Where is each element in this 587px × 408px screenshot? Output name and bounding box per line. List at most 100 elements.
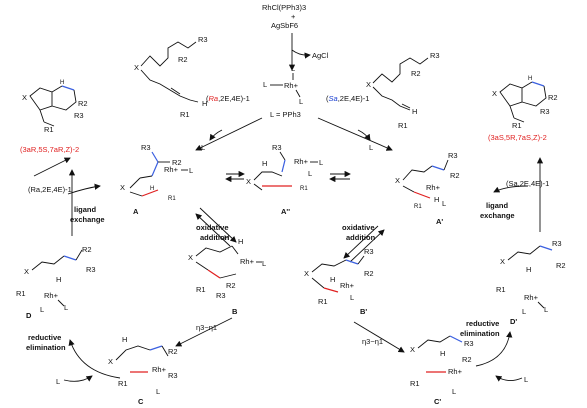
svg-text:Rh+: Rh+ bbox=[426, 183, 441, 192]
svg-text:X: X bbox=[134, 63, 139, 72]
svg-text:H: H bbox=[330, 275, 335, 284]
svg-text:C: C bbox=[138, 397, 144, 406]
svg-text:L: L bbox=[308, 169, 312, 178]
svg-text:H: H bbox=[526, 265, 531, 274]
intermediate-A-double-prime: R3 H Rh+ L X L R1 A'' bbox=[246, 143, 323, 216]
svg-text:H: H bbox=[56, 275, 61, 284]
svg-text:R2: R2 bbox=[450, 171, 460, 180]
product-right-structure: X R2 R3 R1 H bbox=[492, 76, 558, 130]
left-eta-label: η3−η1 bbox=[196, 323, 217, 332]
svg-text:X: X bbox=[108, 357, 113, 366]
svg-text:R2: R2 bbox=[411, 69, 421, 78]
svg-text:X: X bbox=[246, 177, 251, 186]
svg-text:H: H bbox=[412, 107, 417, 116]
svg-text:H: H bbox=[60, 80, 64, 86]
left-red-label-1: reductive bbox=[28, 333, 61, 342]
right-red-label-1: reductive bbox=[466, 319, 499, 328]
svg-text:L: L bbox=[291, 64, 295, 73]
right-loss-L-arrow bbox=[357, 129, 371, 141]
intermediate-C-prime: X R3 R2 Rh+ R1 L H C' bbox=[410, 335, 474, 406]
svg-text:R2: R2 bbox=[462, 355, 472, 364]
svg-text:R2: R2 bbox=[82, 245, 92, 254]
svg-text:L: L bbox=[319, 158, 323, 167]
svg-text:R1: R1 bbox=[168, 196, 176, 202]
left-entry-arrow bbox=[195, 117, 263, 151]
svg-text:Rh+: Rh+ bbox=[152, 365, 167, 374]
svg-text:H: H bbox=[434, 195, 439, 204]
svg-text:L: L bbox=[522, 307, 526, 316]
svg-text:R3: R3 bbox=[86, 265, 96, 274]
right-ligand-exchange-arrow bbox=[493, 185, 529, 193]
svg-text:R1: R1 bbox=[496, 285, 506, 294]
right-red-label-2: elimination bbox=[460, 329, 500, 338]
left-ox-add-fwd bbox=[199, 207, 237, 243]
intermediate-C: H X R2 Rh+ R3 R1 L C bbox=[108, 335, 178, 406]
svg-text:R1: R1 bbox=[16, 289, 26, 298]
right-red-elim-arrow bbox=[475, 331, 513, 367]
intermediate-D-prime: X R3 R2 H R1 Rh+ L L D' bbox=[496, 239, 566, 326]
left-red-label-2: elimination bbox=[26, 343, 66, 352]
svg-text:B: B bbox=[232, 307, 238, 316]
svg-text:X: X bbox=[22, 93, 27, 102]
svg-text:D: D bbox=[26, 311, 32, 320]
right-loss-L: L bbox=[369, 143, 373, 152]
svg-text:R3: R3 bbox=[198, 35, 208, 44]
svg-text:R1: R1 bbox=[180, 110, 190, 119]
left-loss-L: L bbox=[201, 143, 205, 152]
svg-text:L: L bbox=[40, 305, 44, 314]
svg-text:X: X bbox=[24, 267, 29, 276]
agcl-release-arrow bbox=[291, 49, 311, 59]
svg-text:Rh+: Rh+ bbox=[524, 293, 539, 302]
intermediate-D: X R2 R3 H R1 Rh+ L L D bbox=[16, 245, 96, 320]
svg-text:R2: R2 bbox=[226, 281, 236, 290]
right-entry-arrow bbox=[317, 117, 393, 151]
svg-text:R3: R3 bbox=[552, 239, 562, 248]
svg-text:H: H bbox=[150, 186, 154, 192]
svg-text:R2: R2 bbox=[364, 269, 374, 278]
svg-text:X: X bbox=[492, 89, 497, 98]
left-ligand-exchange-arrow bbox=[67, 183, 101, 195]
svg-text:A': A' bbox=[436, 217, 443, 226]
svg-text:L: L bbox=[442, 199, 446, 208]
right-ox-add-fwd bbox=[343, 225, 379, 259]
svg-text:R3: R3 bbox=[464, 339, 474, 348]
svg-text:R2: R2 bbox=[172, 158, 182, 167]
ligand-definition: L = PPh3 bbox=[270, 110, 301, 119]
substrate-left: X R2 R3 H R1 bbox=[134, 35, 208, 119]
svg-text:Rh+: Rh+ bbox=[448, 367, 463, 376]
svg-text:R2: R2 bbox=[168, 347, 178, 356]
svg-text:R3: R3 bbox=[168, 371, 178, 380]
left-ligand-exchange-label-1: ligand bbox=[74, 205, 97, 214]
left-substrate-descriptor: (Ra,2E,4E)-1 bbox=[206, 94, 250, 103]
left-cycle-up-arrow bbox=[33, 157, 71, 177]
additive-label: AgSbF6 bbox=[271, 21, 298, 30]
left-ox-add-rev bbox=[195, 213, 231, 247]
svg-text:R2: R2 bbox=[548, 93, 558, 102]
svg-text:X: X bbox=[410, 345, 415, 354]
product-right-label: (3aS,5R,7aS,Z)-2 bbox=[488, 133, 547, 142]
right-ox-add-rev bbox=[349, 229, 385, 263]
svg-text:H: H bbox=[528, 76, 532, 82]
svg-text:R1: R1 bbox=[318, 297, 328, 306]
plus-sign: + bbox=[291, 12, 296, 21]
svg-text:R1: R1 bbox=[300, 186, 308, 192]
left-red-elim-arrow bbox=[68, 339, 121, 379]
svg-text:L: L bbox=[263, 80, 267, 89]
svg-text:L: L bbox=[544, 305, 548, 314]
right-add-L-arrow bbox=[495, 375, 523, 382]
svg-text:H: H bbox=[122, 335, 127, 344]
svg-text:Rh+: Rh+ bbox=[340, 281, 355, 290]
left-ox-label-1: oxidative bbox=[196, 223, 229, 232]
right-ligand-exchange-label-1: ligand bbox=[486, 201, 509, 210]
svg-text:R1: R1 bbox=[398, 121, 408, 130]
svg-text:R3: R3 bbox=[216, 291, 226, 300]
substrate-right: X R2 R3 H R1 bbox=[366, 51, 440, 130]
svg-text:L: L bbox=[350, 293, 354, 302]
svg-text:L: L bbox=[156, 387, 160, 396]
svg-text:H: H bbox=[262, 159, 267, 168]
svg-text:X: X bbox=[395, 176, 400, 185]
svg-text:Rh+: Rh+ bbox=[240, 257, 255, 266]
intermediate-A: R3 R2 X Rh+ L H R1 A bbox=[120, 143, 193, 216]
right-eta-label: η3−η1 bbox=[362, 337, 383, 346]
svg-text:Rh+: Rh+ bbox=[284, 81, 299, 90]
